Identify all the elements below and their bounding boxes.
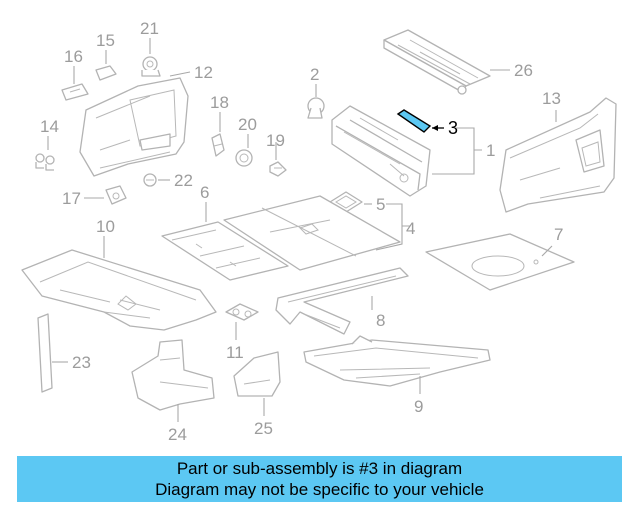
part-21-fastener [141, 56, 161, 77]
part-9-rear-rail [303, 335, 491, 387]
callout-17: 17 [62, 189, 81, 208]
callout-2: 2 [310, 65, 319, 84]
callout-15: 15 [96, 31, 115, 50]
part-15-bracket [95, 65, 117, 81]
part-22-clip [143, 173, 157, 187]
part-12-left-quarter-trim [79, 77, 189, 177]
callout-20: 20 [238, 115, 257, 134]
callout-4: 4 [406, 219, 415, 238]
callout-3: 3 [448, 118, 458, 138]
callout-10: 10 [96, 217, 115, 236]
callout-25: 25 [254, 419, 273, 438]
parts-diagram: 26 2 3 1 13 5 4 [21, 19, 617, 444]
callout-12: 12 [194, 63, 213, 82]
callout-19: 19 [266, 131, 285, 150]
callout-5: 5 [376, 195, 385, 214]
banner-line-part: Part or sub-assembly is #3 in diagram [176, 459, 463, 478]
part-10-floor-carpet [21, 249, 217, 331]
callout-24: 24 [168, 425, 187, 444]
part-13-right-quarter-trim [499, 97, 617, 213]
part-8-cross-member [275, 267, 409, 335]
callout-11: 11 [226, 343, 244, 362]
callout-14: 14 [40, 117, 59, 136]
part-2-clip [307, 97, 325, 119]
part-18-hook [211, 133, 225, 157]
part-26-cargo-cover [383, 29, 491, 95]
callout-18: 18 [210, 93, 229, 112]
part-3-highlighted-trim [396, 109, 432, 133]
part-25-right-scuff [233, 351, 281, 397]
callout-22: 22 [174, 171, 193, 190]
callout-9: 9 [414, 397, 423, 416]
part-1-rear-panel [331, 105, 431, 197]
callout-26: 26 [514, 61, 533, 80]
callout-6: 6 [200, 183, 209, 202]
callout-7: 7 [554, 225, 563, 244]
callout-1: 1 [486, 141, 495, 160]
part-24-left-scuff [131, 339, 215, 411]
part-16-bracket [61, 83, 89, 101]
info-banner: Part or sub-assembly is #3 in diagram Di… [17, 456, 622, 502]
callout-16: 16 [64, 47, 83, 66]
part-17-clip [105, 185, 127, 205]
banner-line-disclaimer: Diagram may not be specific to your vehi… [155, 480, 484, 499]
part-7-mat [425, 233, 575, 291]
callout-23: 23 [72, 353, 91, 372]
callout-13: 13 [542, 89, 561, 108]
part-4-floor-board [223, 195, 401, 271]
callout-21: 21 [140, 19, 159, 38]
part-20-grommet [235, 149, 253, 167]
part-11-bracket [225, 303, 259, 321]
part-23-vertical-trim [37, 313, 53, 393]
part-19-fastener [269, 161, 287, 177]
callout-8: 8 [376, 311, 385, 330]
part-14-clips [35, 153, 55, 171]
part-6-floor-panel [161, 221, 289, 281]
